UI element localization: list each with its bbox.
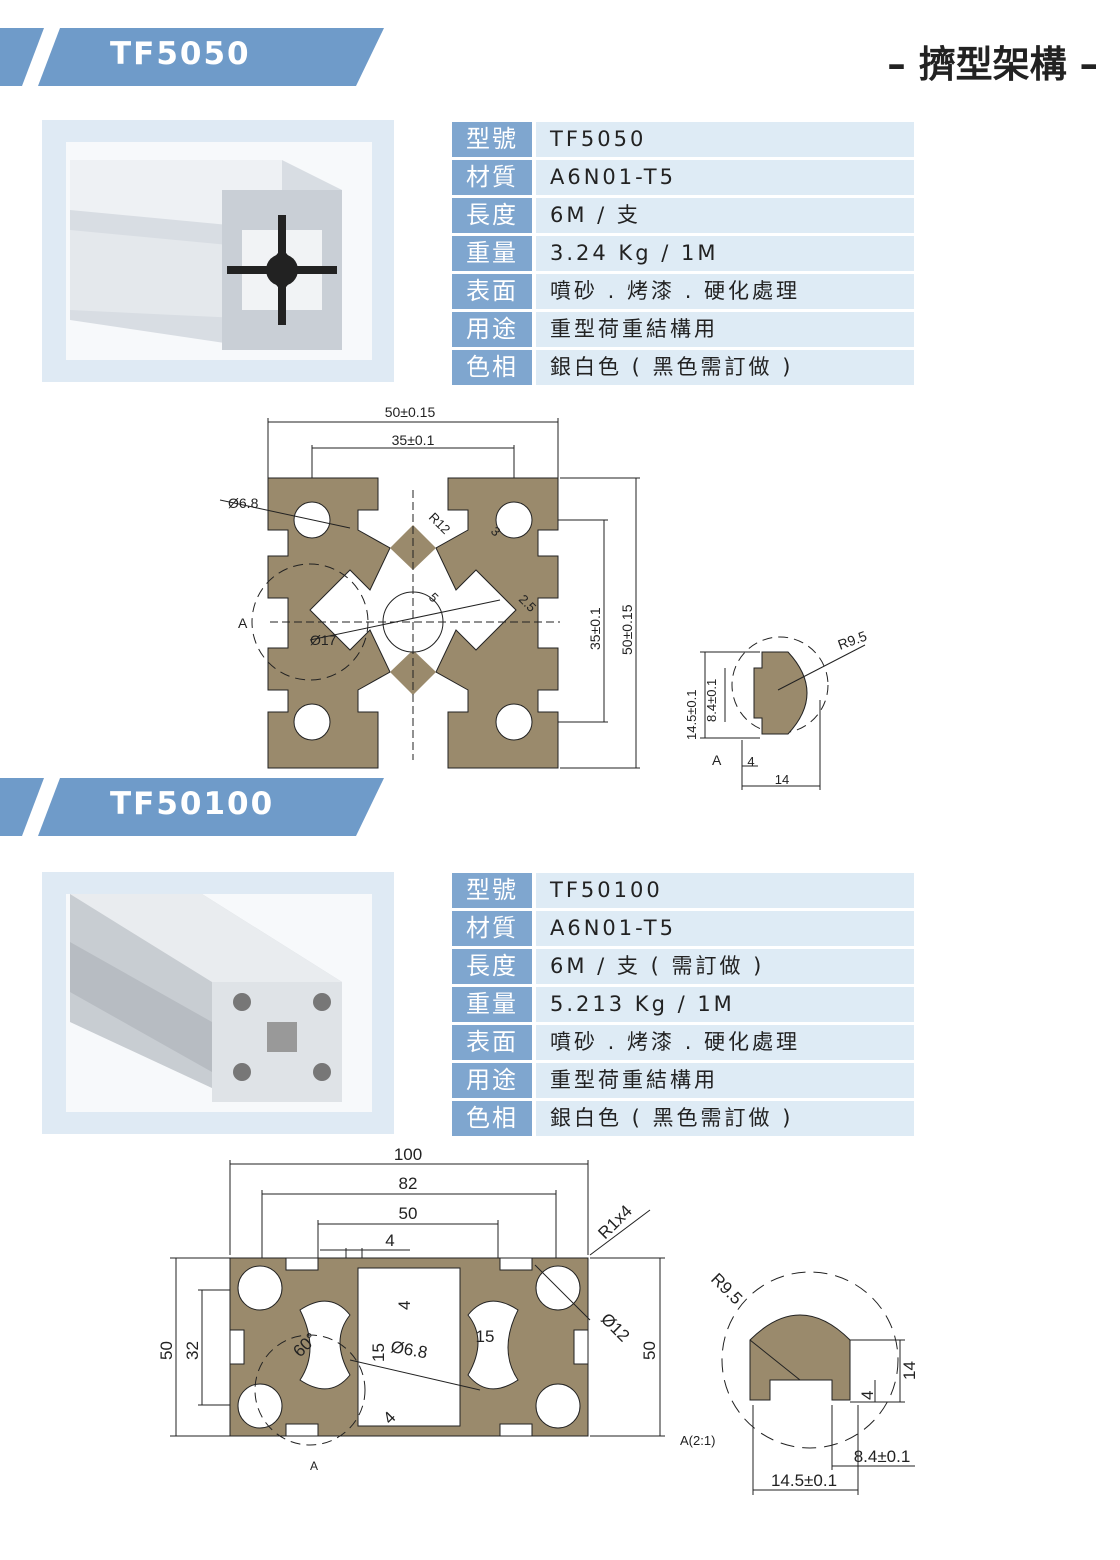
spec-key: 型號 [452,122,532,157]
dim-12: Ø12 [597,1309,633,1345]
spec-value: 6M / 支 ( 需訂做 ) [536,949,914,984]
dim-15-right: 15 [476,1327,495,1346]
spec-value: 銀白色 ( 黑色需訂做 ) [536,1101,914,1136]
spec-value: 重型荷重結構用 [536,312,914,347]
detail-w84: 8.4±0.1 [854,1447,911,1466]
spec-value: 6M / 支 [536,198,914,233]
spec-row: 表面噴砂 . 烤漆 . 硬化處理 [452,274,914,309]
dim-width-inner: 35±0.1 [392,432,435,448]
dim-50-left: 50 [157,1341,176,1360]
spec-value: A6N01-T5 [536,160,914,195]
dim-radius: R12 [426,510,453,537]
detail-h1: 14.5±0.1 [684,689,699,740]
dim-82: 82 [399,1174,418,1193]
detail-radius: R9.5 [707,1269,746,1308]
marker-a: A [238,615,248,631]
detail-marker: A [712,752,722,768]
detail-h2: 8.4±0.1 [704,679,719,722]
detail-w2: 14 [775,772,789,787]
detail-radius: R9.5 [836,628,869,653]
spec-row: 色相銀白色 ( 黑色需訂做 ) [452,1101,914,1136]
spec-key: 長度 [452,198,532,233]
dim-height-inner: 35±0.1 [587,607,603,650]
spec-value: 重型荷重結構用 [536,1063,914,1098]
cross-section-drawing-tf5050: 50±0.15 35±0.1 Ø6.8 R12 3 5 2.5 Ø17 35±0… [219,404,869,790]
detail-tf50100 [721,1271,915,1495]
marker-a: A [310,1459,318,1473]
section-banner-tf50100: TF50100 [0,778,400,836]
spec-key: 色相 [452,350,532,385]
spec-key: 色相 [452,1101,532,1136]
detail-a-tf5050 [700,636,866,790]
product-photo-tf50100 [42,872,394,1134]
product-photo-tf5050 [42,120,394,382]
spec-key: 表面 [452,274,532,309]
dim-4-mid: 4 [395,1301,414,1310]
page-label: – 擠型架構 – [887,43,1098,86]
detail-w145: 14.5±0.1 [771,1471,837,1490]
spec-key: 用途 [452,312,532,347]
dim-32: 32 [183,1341,202,1360]
spec-key: 材質 [452,911,532,946]
spec-value: 3.24 Kg / 1M [536,236,914,271]
spec-row: 用途重型荷重結構用 [452,312,914,347]
spec-key: 長度 [452,949,532,984]
cross-section-drawing-tf50100: 100 82 50 4 R1x4 50 32 60° 15 15 4 4 Ø6.… [157,1145,919,1495]
spec-value: A6N01-T5 [536,911,914,946]
dim-15-left: 15 [369,1343,388,1362]
dim-height-outer: 50±0.15 [619,604,635,655]
section-title: TF50100 [110,786,275,822]
spec-key: 重量 [452,987,532,1022]
spec-value: 噴砂 . 烤漆 . 硬化處理 [536,1025,914,1060]
spec-key: 型號 [452,873,532,908]
spec-key: 材質 [452,160,532,195]
spec-row: 色相銀白色 ( 黑色需訂做 ) [452,350,914,385]
scale-label: A(2:1) [680,1433,715,1448]
spec-value: 噴砂 . 烤漆 . 硬化處理 [536,274,914,309]
spec-key: 表面 [452,1025,532,1060]
dim-center: Ø17 [310,632,337,648]
dim-hole: Ø6.8 [228,495,259,511]
dim-width-outer: 50±0.15 [385,404,436,420]
detail-h4: 4 [858,1391,877,1400]
dim-4-top: 4 [385,1231,394,1250]
section-banner-tf5050: TF5050 [0,28,400,86]
spec-row: 表面噴砂 . 烤漆 . 硬化處理 [452,1025,914,1060]
dim-50: 50 [399,1204,418,1223]
spec-row: 用途重型荷重結構用 [452,1063,914,1098]
section-title: TF5050 [110,36,251,72]
dim-50-right: 50 [640,1341,659,1360]
spec-key: 重量 [452,236,532,271]
dim-100: 100 [394,1145,422,1164]
spec-value: 銀白色 ( 黑色需訂做 ) [536,350,914,385]
spec-key: 用途 [452,1063,532,1098]
detail-w1: 4 [747,754,754,769]
detail-h14: 14 [900,1361,919,1380]
spec-value: TF50100 [536,873,914,908]
spec-value: 5.213 Kg / 1M [536,987,914,1022]
spec-value: TF5050 [536,122,914,157]
